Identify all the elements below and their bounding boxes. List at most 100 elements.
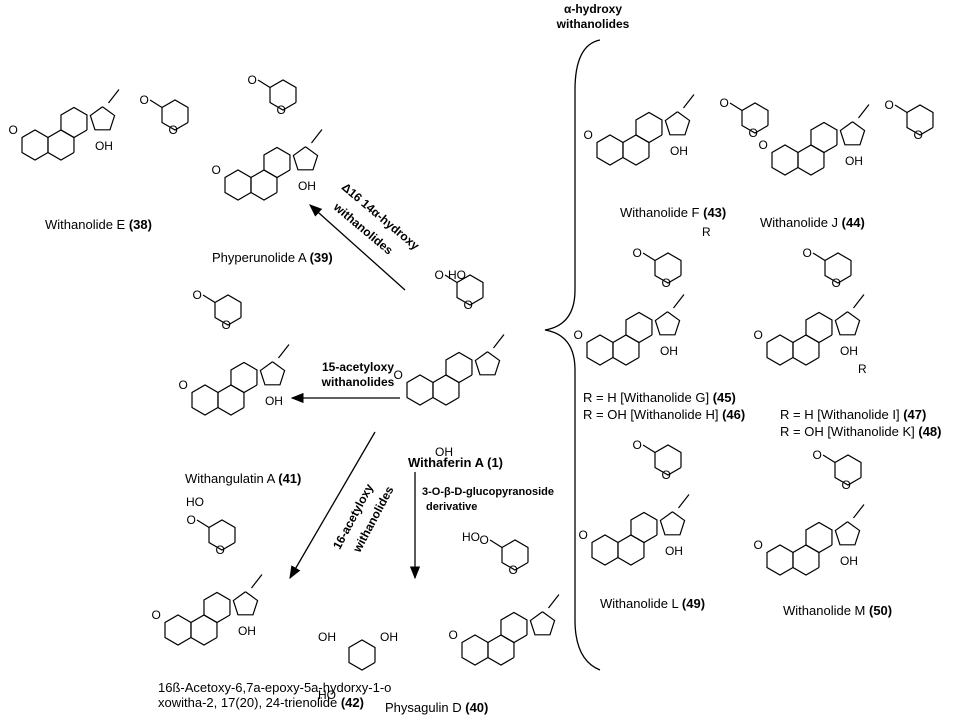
- mol-39-ring-a: [224, 169, 252, 201]
- mol-49-ring-c: [630, 511, 658, 544]
- mol-50-ring-d: [834, 521, 861, 546]
- caption-43-num: (43): [703, 205, 727, 220]
- mol-49-ketone-o: O: [578, 527, 588, 542]
- caption-49-num: (49): [681, 596, 706, 611]
- mol-45-r: R: [702, 225, 711, 239]
- mol-44-ring-c: [810, 121, 838, 154]
- caption-47: R = H [Withanolide I] (47): [780, 407, 926, 422]
- caption-50-name: Withanolide M: [783, 603, 866, 618]
- caption-49: Withanolide L (49): [600, 596, 705, 611]
- mol-44-carbonyl-o: O: [884, 97, 894, 112]
- caption-46: R = OH [Withanolide H] (46): [583, 407, 745, 422]
- caption-50: Withanolide M (50): [783, 603, 892, 618]
- arrow-to-42: [289, 431, 376, 580]
- mol-43-carbonyl: [729, 102, 743, 112]
- mol-1-ring-c: [445, 351, 473, 384]
- mol-50-ring-o: O: [841, 478, 851, 493]
- caption-45: R = H [Withanolide G] (45): [583, 390, 736, 405]
- mol-44-oh: OH: [844, 154, 863, 168]
- mol-47-ring-a: [766, 334, 794, 366]
- mol-50-side-chain: [852, 504, 865, 519]
- mol-1-oh: OH: [435, 445, 453, 459]
- caption-50-num: (50): [869, 603, 893, 618]
- mol-1-carbonyl: [444, 274, 458, 284]
- glucoside-line2: derivative: [426, 501, 478, 513]
- caption-45-num: (45): [712, 390, 736, 405]
- caption-38: Withanolide E (38): [45, 217, 152, 232]
- mol-47-carbonyl-o: O: [802, 245, 812, 260]
- mol-38-carbonyl: [149, 99, 163, 109]
- mol-44-carbonyl: [894, 104, 908, 114]
- mol-38-ring-c: [60, 106, 88, 139]
- mol-39-ring-c: [263, 146, 291, 179]
- mol-45-ring-d: [654, 311, 681, 336]
- mol-41-ring-b: [217, 384, 245, 416]
- glucose-oh-2: OH: [380, 630, 398, 644]
- mol-39-ring-b: [250, 169, 278, 201]
- mol-42-ring-a: [164, 614, 192, 646]
- mol-40-ring-c: [500, 611, 528, 644]
- mol-41-ketone-o: O: [178, 377, 188, 392]
- mol-50-ring-b: [792, 544, 820, 576]
- mol-1-ho: HO: [448, 268, 466, 282]
- caption-44: Withanolide J (44): [760, 215, 865, 230]
- mol-41-ring-c: [230, 361, 258, 394]
- mol-39-ring-o: O: [276, 103, 286, 118]
- mol-49-ring-b: [617, 534, 645, 566]
- mol-41-side-chain: [277, 344, 290, 359]
- mol-43-ring-o: O: [748, 126, 758, 141]
- arrow-to-39: [309, 204, 406, 291]
- mol-40-ring-b: [487, 634, 515, 666]
- mol-44-ring-b: [797, 144, 825, 176]
- mol-38-side-chain: [107, 89, 120, 104]
- mol-1-ring-b: [432, 374, 460, 406]
- mol-43-side-chain: [682, 94, 695, 109]
- mol-41-ring-o: O: [221, 318, 231, 333]
- alpha-hydroxy-brace: [544, 39, 601, 671]
- mol-43-oh: OH: [669, 144, 688, 158]
- mol-38-ketone-o: O: [8, 122, 18, 137]
- mol-38-ring-d: [89, 106, 116, 131]
- mol-39-carbonyl: [257, 79, 271, 89]
- mol-47-ring-c: [805, 311, 833, 344]
- caption-47-name: R = H [Withanolide I]: [780, 407, 900, 422]
- mol-41-carbonyl-o: O: [192, 287, 202, 302]
- mol-42-side-chain: [250, 574, 263, 589]
- glucoside-line1: 3-O-β-D-glucopyranoside: [422, 486, 554, 498]
- mol-45-oh: OH: [659, 344, 678, 358]
- mol-44-ketone-o: O: [758, 137, 768, 152]
- mol-40-ring-a: [461, 634, 489, 666]
- mol-47-ring-d: [834, 311, 861, 336]
- caption-42: 16ß-Acetoxy-6,7a-epoxy-5a-hydorxy-1-o xo…: [158, 680, 391, 710]
- mol-50-ketone-o: O: [753, 537, 763, 552]
- mol-42-ho: HO: [186, 495, 204, 509]
- mol-43-carbonyl-o: O: [719, 95, 729, 110]
- mol-45-ketone-o: O: [573, 327, 583, 342]
- mol-40-ring-d: [529, 611, 556, 636]
- mol-47-side-chain: [852, 294, 865, 309]
- acetyloxy15-line1: 15-acetyloxy: [321, 360, 395, 374]
- acetyloxy15-line2: withanolides: [321, 375, 395, 389]
- mol-42-ring-b: [190, 614, 218, 646]
- mol-50-ring-a: [766, 544, 794, 576]
- mol-38-carbonyl-o: O: [139, 92, 149, 107]
- mol-42-ring-d: [232, 591, 259, 616]
- alpha-hydroxy-line1: α-hydroxy: [563, 2, 623, 16]
- mol-45-ring-a: [586, 334, 614, 366]
- mol-39-ketone-o: O: [211, 162, 221, 177]
- mol-45-ring-b: [612, 334, 640, 366]
- mol-39-carbonyl-o: O: [247, 72, 257, 87]
- mol-42-ring-c: [203, 591, 231, 624]
- mol-43-ring-c: [635, 111, 663, 144]
- mol-40-ho: HO: [462, 530, 480, 544]
- mol-38-oh: OH: [94, 139, 113, 153]
- mol-38-ring-o: O: [168, 123, 178, 138]
- caption-48: R = OH [Withanolide K] (48): [780, 424, 942, 439]
- mol-49-ring-a: [591, 534, 619, 566]
- mol-47-ketone-o: O: [753, 327, 763, 342]
- mol-49-ring-o: O: [661, 468, 671, 483]
- caption-41-name: Withangulatin A: [185, 471, 275, 486]
- mol-39-side-chain: [310, 129, 323, 144]
- mol-42-carbonyl-o: O: [186, 512, 196, 527]
